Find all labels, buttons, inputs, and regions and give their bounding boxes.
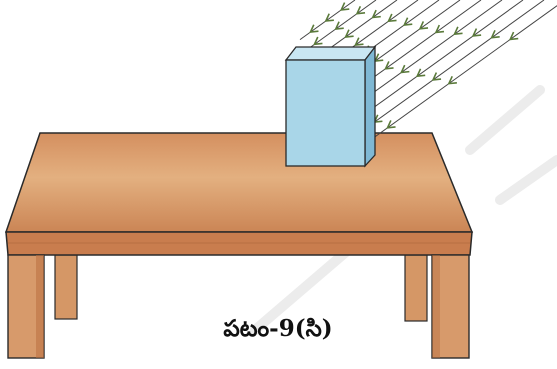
ray-arrowhead [436,25,444,32]
ray-arrowhead [336,22,344,29]
ray-arrowhead [510,32,518,39]
ray-arrowhead [404,18,412,25]
back-legs [55,255,427,321]
glass-block-side [365,47,375,166]
ray-arrowhead [449,76,457,83]
ray-arrowhead [433,73,441,80]
table-top [6,133,472,232]
ray-arrowhead [310,25,318,32]
ray-arrowhead [455,27,463,34]
ray-arrowhead [401,65,409,72]
ray-arrowhead [386,61,394,68]
back-left-leg [55,255,77,319]
ray-arrowhead [341,3,349,10]
ray-arrowhead [357,6,365,13]
back-right-leg [405,255,427,321]
ray-arrowhead [355,38,363,45]
ray-arrowhead [375,54,383,61]
ray-arrowhead [492,30,500,37]
ray-arrowhead [346,30,354,37]
ray-arrowhead [314,37,322,44]
ray-arrowhead [417,69,425,76]
glass-block-front [286,60,365,166]
ray-arrowhead [373,10,381,17]
ray-arrowhead [389,14,397,21]
ray-arrowhead [473,29,481,36]
figure-caption: పటం-9(సి) [223,315,332,342]
ray-arrowhead [326,14,334,21]
glass-block [286,47,375,166]
glass-block-top [286,47,375,60]
ray-arrowhead [388,120,396,127]
ray-arrowhead [420,21,428,28]
